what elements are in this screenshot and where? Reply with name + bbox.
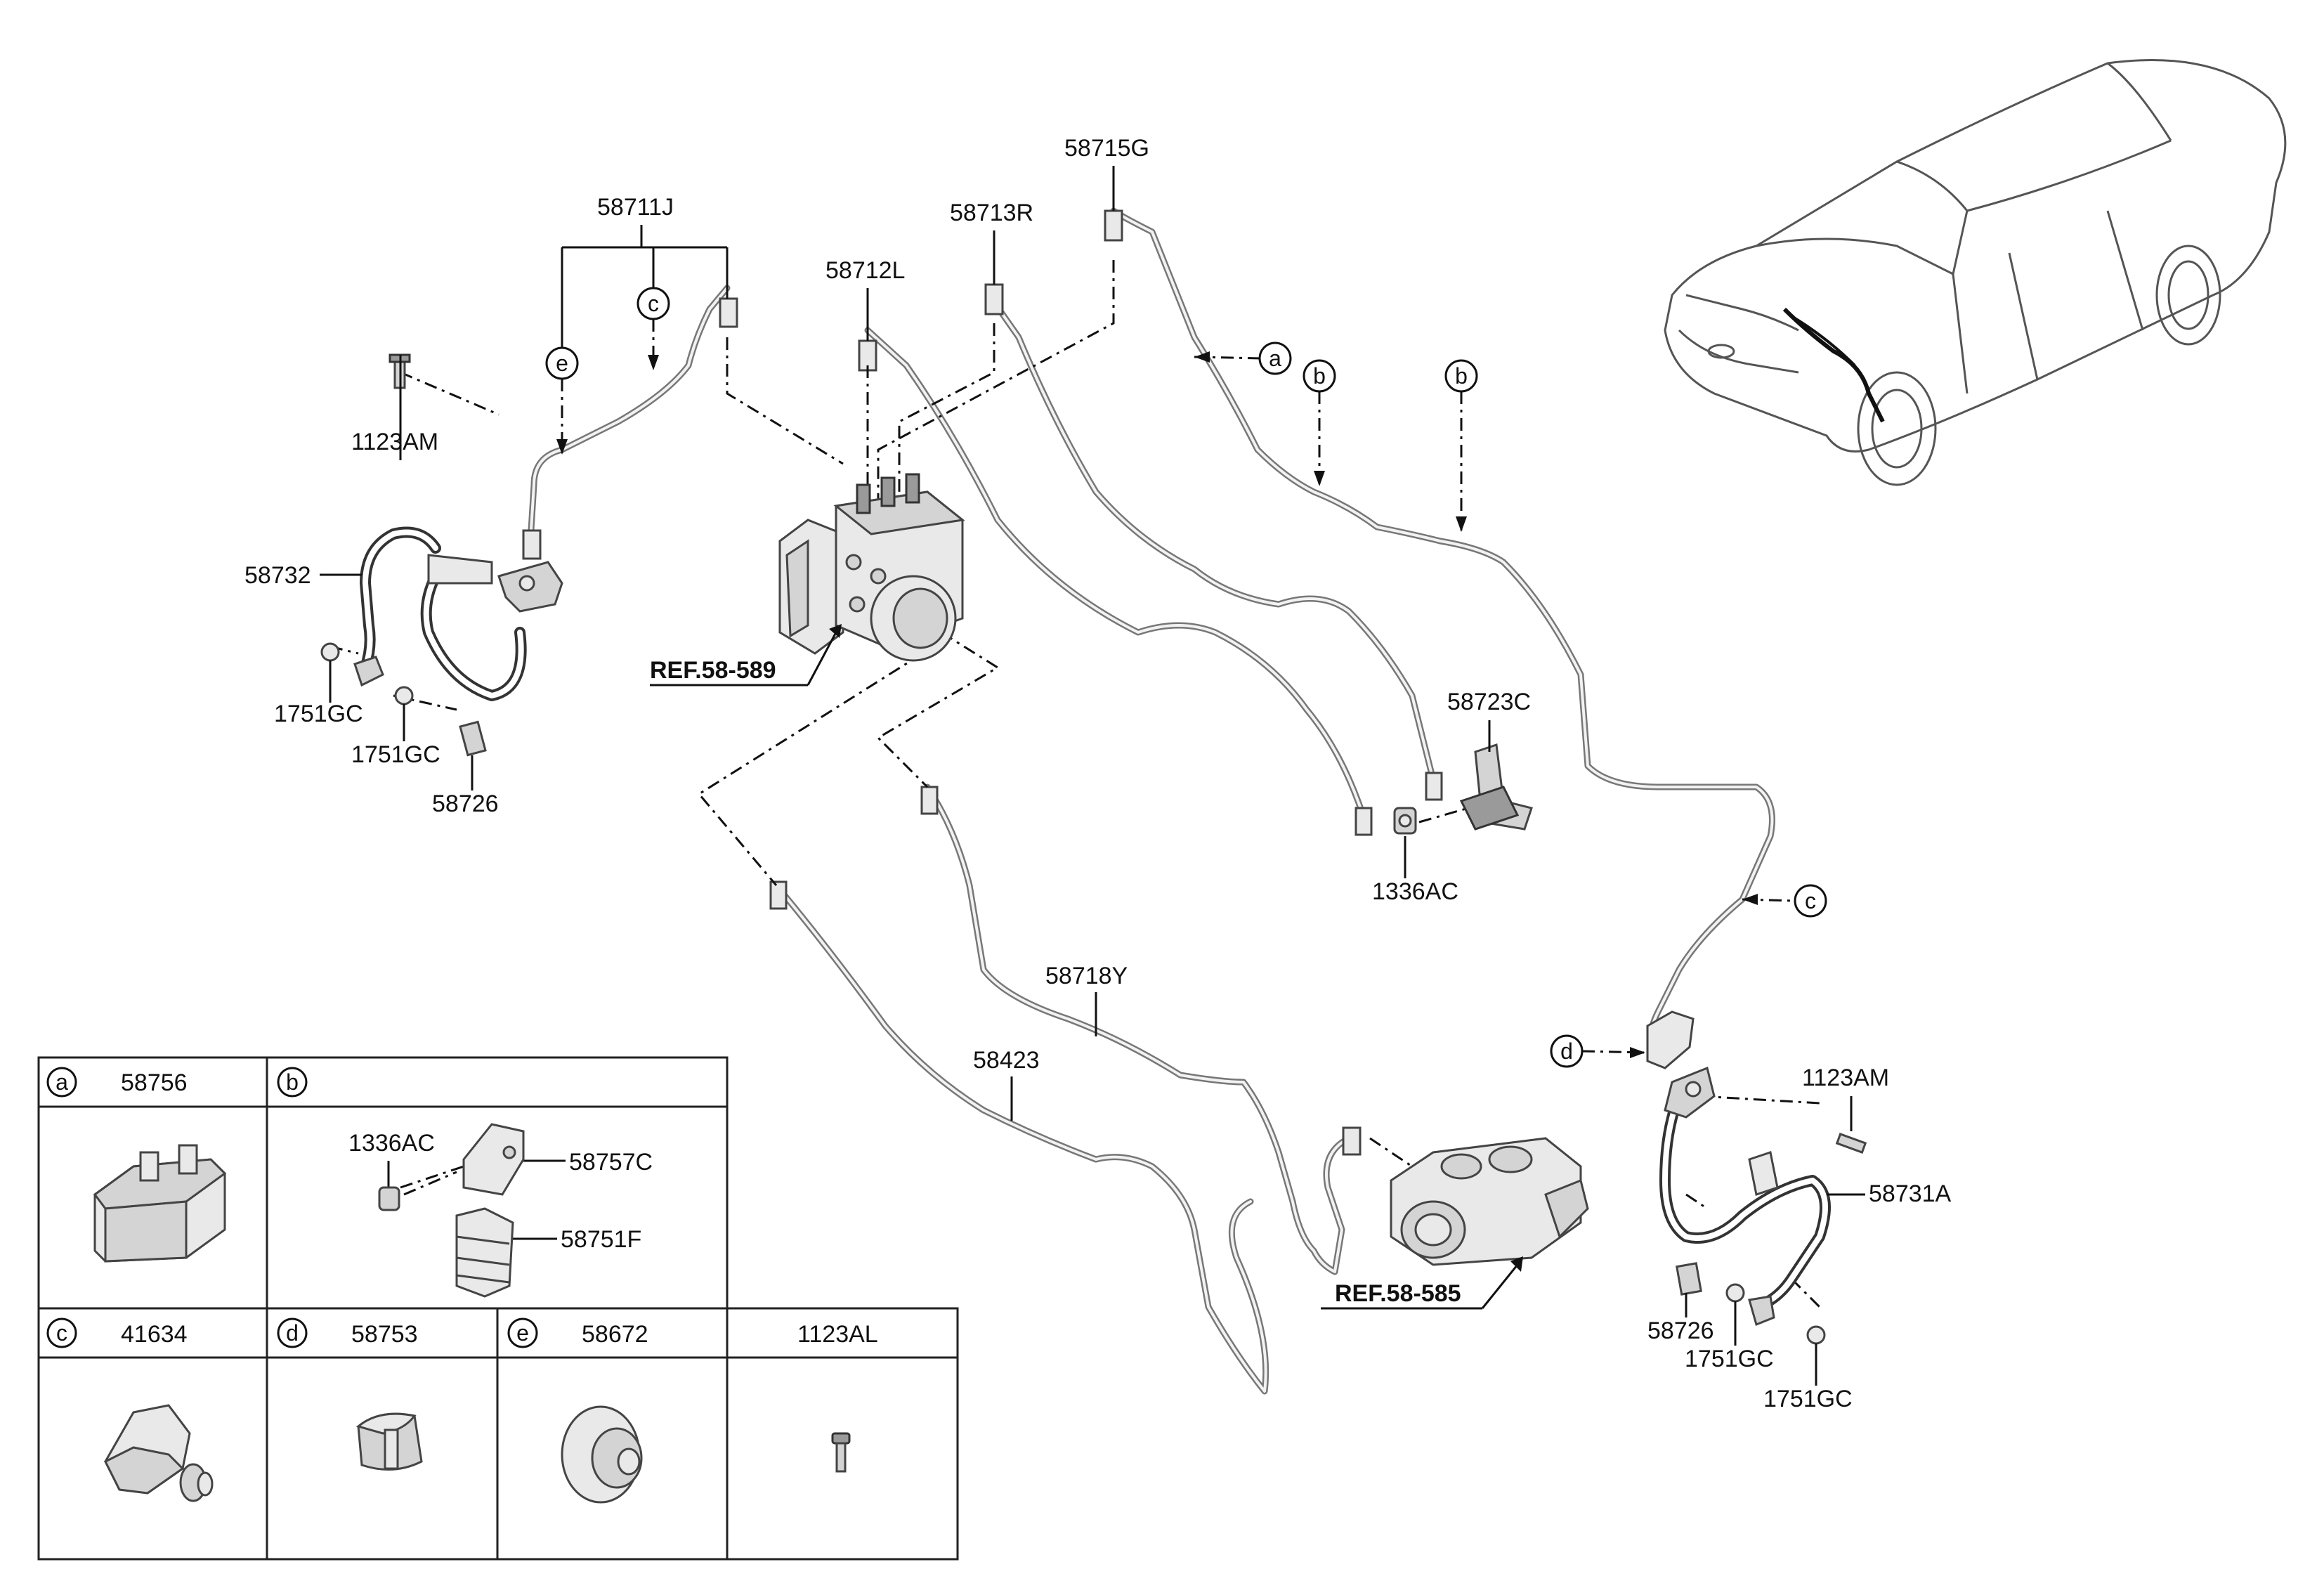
clip-bracket-assembly [1393, 743, 1533, 835]
table-letter-c: c [56, 1320, 67, 1346]
parts-table: a 58756 b 1336AC 58757C 58751F c 41634 [37, 1056, 959, 1561]
table-part-58672: 58672 [582, 1321, 648, 1348]
part-label-58423: 58423 [973, 1047, 1040, 1074]
part-label-58715G: 58715G [1064, 135, 1149, 162]
table-part-1123AL: 1123AL [797, 1321, 878, 1348]
part-label-1123AM-right: 1123AM [1802, 1065, 1889, 1091]
callout-d: d [1560, 1039, 1573, 1064]
table-part-58757C: 58757C [569, 1149, 653, 1176]
callout-b-1: b [1313, 363, 1326, 389]
table-letter-a: a [56, 1069, 68, 1095]
part-label-1751GC-left-2: 1751GC [351, 741, 440, 768]
part-label-58718Y: 58718Y [1045, 963, 1128, 989]
table-letter-e: e [516, 1320, 529, 1346]
callout-e: e [556, 351, 568, 376]
part-label-1336AC: 1336AC [1372, 878, 1458, 905]
table-part-58751F: 58751F [561, 1226, 641, 1253]
table-part-58756: 58756 [121, 1069, 188, 1096]
part-41634-image [103, 1404, 214, 1502]
part-58672-image [561, 1405, 643, 1504]
right-hose-assembly [1659, 1066, 1867, 1345]
callout-c-right: c [1805, 888, 1816, 913]
part-58753-image [355, 1412, 423, 1471]
part-label-58731A: 58731A [1869, 1180, 1952, 1207]
table-part-1336AC: 1336AC [348, 1130, 435, 1157]
callout-b-2: b [1455, 363, 1468, 389]
part-label-1751GC-right-1: 1751GC [1685, 1346, 1774, 1372]
table-part-58753: 58753 [351, 1321, 418, 1348]
vehicle-illustration [1664, 59, 2287, 486]
part-label-58712L: 58712L [825, 257, 905, 284]
part-label-1751GC-right-2: 1751GC [1763, 1386, 1853, 1412]
reference-label-58-589: REF.58-589 [650, 657, 776, 684]
part-58756-image [93, 1144, 227, 1263]
reference-label-58-585: REF.58-585 [1335, 1280, 1461, 1307]
table-part-41634: 41634 [121, 1321, 188, 1348]
table-letter-b: b [286, 1069, 299, 1095]
callout-c-top: c [648, 291, 659, 316]
abs-hydraulic-unit [778, 473, 965, 662]
table-letter-d: d [286, 1320, 299, 1346]
part-label-58726-right: 58726 [1647, 1317, 1714, 1344]
part-label-58723C: 58723C [1447, 689, 1531, 715]
master-cylinder [1390, 1137, 1589, 1266]
part-label-1751GC-left-1: 1751GC [274, 701, 363, 727]
callout-markers: a b b c e c d [545, 287, 1827, 1069]
part-label-58713R: 58713R [950, 200, 1033, 226]
part-labels: 58715G 58713R 58712L 58711J 1123AM 58732… [244, 135, 1952, 1412]
callout-a: a [1269, 346, 1281, 371]
part-label-58732: 58732 [244, 562, 311, 589]
part-label-58726-left: 58726 [432, 790, 499, 817]
brake-pipes [522, 207, 1775, 1395]
part-1123AL-image [831, 1432, 851, 1473]
part-label-58711J: 58711J [597, 194, 674, 221]
part-label-1123AM-left: 1123AM [351, 429, 438, 455]
